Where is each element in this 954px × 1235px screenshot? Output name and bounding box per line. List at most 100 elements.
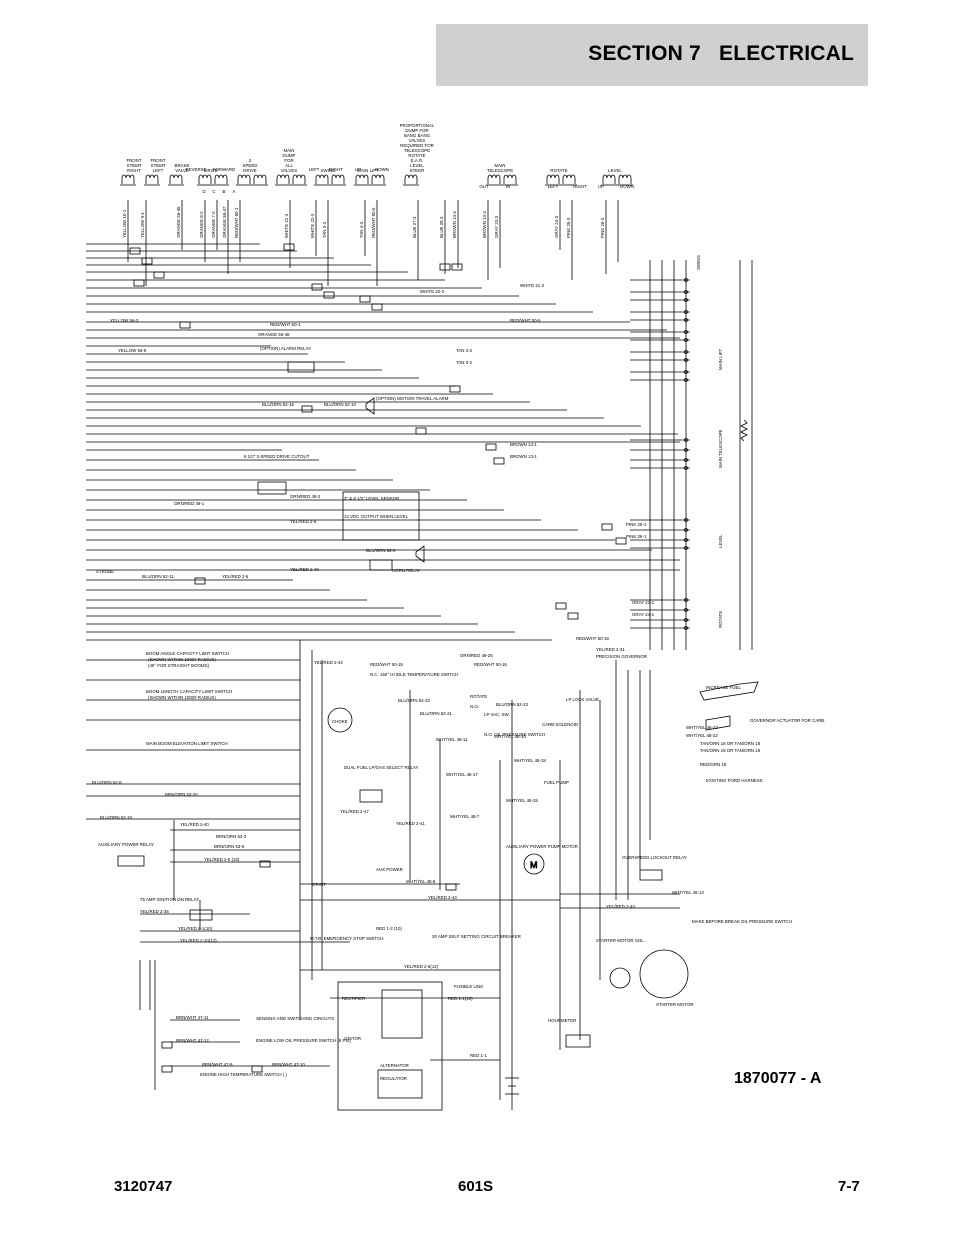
valve-header-label: VALVES (281, 168, 298, 173)
choke-icon (327, 707, 353, 733)
valve-header-label: SWING (321, 168, 336, 173)
component-label: INCREASE FUEL (706, 685, 741, 690)
wire-number-tag (493, 457, 505, 465)
solenoid-coil-icon (236, 174, 252, 186)
vertical-wire-label: YELLOW 9-1 (140, 212, 145, 238)
wire-number-tag (567, 612, 579, 620)
component-label: EXISTING FORD HARNESS (706, 778, 763, 783)
terminal-dot (684, 318, 688, 322)
component-label: N.O. OIL PRESSURE SWITCH (484, 732, 545, 737)
valve-sub-label: FORWARD (213, 167, 235, 172)
component-label: SENSING AND SWITCHING CIRCUITS (256, 1016, 334, 1021)
valve-header-label: TELESCOPE (487, 168, 513, 173)
relay-box (117, 855, 145, 867)
wire-number-tag (283, 243, 295, 251)
terminal-dot (684, 310, 688, 314)
pump-motor-icon (523, 853, 545, 875)
wire-number-tag (161, 1041, 173, 1049)
horizontal-wire-label: RED 1-1(10) (448, 996, 473, 1001)
valve-header-label: TELESCOPE (404, 148, 430, 153)
valve-header-label: MAIN (284, 148, 295, 153)
horizontal-wire-label: YEL/RED 2-42 (314, 660, 343, 665)
alternator-box (337, 981, 443, 1111)
horizontal-wire-label: RED/WHT 50-1 (270, 322, 301, 327)
horizontal-wire-label: ORN/RED 49-25 (460, 653, 493, 658)
solenoid-coil-icon (144, 174, 160, 186)
wire-number-tag (179, 321, 191, 329)
component-label: START (312, 882, 326, 887)
valve-sub-label: B (223, 189, 226, 194)
valve-header-label: PROPORTIONAL (400, 123, 435, 128)
actuator-icon (705, 715, 731, 731)
vertical-wire-label: WHITE 21-3 (284, 213, 289, 238)
right-section-label: LEVEL (718, 534, 723, 548)
alarm-icon (365, 397, 375, 415)
component-label: RECTIFIER (342, 996, 365, 1001)
valve-sub-label: REVERSE (186, 167, 207, 172)
terminal-dot (684, 618, 688, 622)
solenoid-coil-icon (197, 174, 213, 186)
vertical-wire-label: ORANGE 8-2 (199, 211, 204, 238)
valve-header-label: STEER (151, 163, 166, 168)
valve-header-label: FRONT (150, 158, 165, 163)
wire-number-tag (359, 295, 371, 303)
horizontal-wire-label: WHT/YEL 48-18 (514, 758, 546, 763)
section-header: SECTION 7 ELECTRICAL (436, 24, 868, 86)
component-label: FUEL PUMP (544, 780, 569, 785)
horizontal-wire-label: GRAY 23-1 (632, 600, 655, 605)
component-label: ROTATE (470, 694, 487, 699)
solenoid-coil-icon (561, 174, 577, 186)
component-label: AUXILIARY POWER RELAY (98, 842, 154, 847)
horizontal-wire-label: BRN/ORN 53-3 (216, 834, 247, 839)
component-label: (SHOWN WITHIN 1000# RADIUS) (148, 657, 216, 662)
terminal-dot (684, 466, 688, 470)
right-section-label: SWING (696, 255, 701, 270)
vertical-wire-label: YELLOW 10-1 (122, 209, 127, 238)
vertical-wire-label: PINK 25-3 (566, 217, 571, 238)
component-label: GOVERNOR ACTUATOR FOR CARB. (750, 718, 825, 723)
relay-box (359, 789, 383, 803)
solenoid-coil-icon (314, 174, 330, 186)
valve-header-label: BANG BANG (404, 133, 431, 138)
valve-header-label: VALVE (175, 168, 189, 173)
wire-number-tag (415, 427, 427, 435)
valve-header-label: MAIN (495, 163, 506, 168)
valve-sub-label: D (202, 189, 205, 194)
vertical-wire-label: BROWN 14-3 (452, 211, 457, 238)
starter-solenoid-icon (609, 967, 631, 989)
horizontal-wire-label: BLU/ORN 52-8 (92, 780, 122, 785)
horizontal-wire-label: ORN/RED 49-1 (174, 501, 205, 506)
horizontal-wire-label: ORANGE 55-48 (258, 332, 290, 337)
wire-number-tag (615, 537, 627, 545)
wire-number-tag (251, 1065, 263, 1073)
valve-sub-label: C (212, 189, 215, 194)
rectifier-box (381, 989, 423, 1039)
component-label: LP VAC. SW. (484, 712, 510, 717)
solenoid-coil-icon (252, 174, 268, 186)
horizontal-wire-label: TAN/ORN 18 OR TAN/ORN 18 (700, 741, 761, 746)
wire-number-tag (161, 1065, 173, 1073)
terminal-dot (684, 598, 688, 602)
valve-header-label: MAIN LIFT (357, 168, 379, 173)
vertical-wire-label: BROWN 13-3 (482, 211, 487, 238)
horizontal-wire-label: YEL/RED 2-1(10) (178, 926, 213, 931)
horizontal-wire-label: TAN 3-2 (456, 360, 473, 365)
component-label: 30 AMP SELF SETTING CIRCUIT BREAKER (432, 934, 521, 939)
solenoid-coil-icon (502, 174, 518, 186)
horizontal-wire-label: RED 1-1 (470, 1053, 487, 1058)
valve-sub-label: IN (506, 184, 510, 189)
component-label: CHOKE (332, 719, 348, 724)
valve-sub-label: UP (355, 167, 361, 172)
valve-sub-label: OUT (479, 184, 489, 189)
horizontal-wire-label: PINK 26-1 (626, 534, 647, 539)
terminal-dot (684, 358, 688, 362)
vertical-wire-label: RED/WHT 50-1 (234, 207, 239, 238)
component-label: DUAL FUEL LP/GAS SELECT RELAY (344, 765, 418, 770)
solenoid-coil-icon (617, 174, 633, 186)
terminal-dot (684, 370, 688, 374)
horizontal-wire-label: YEL/RED 2-44 (428, 895, 457, 900)
valve-header-label: LEFT (153, 168, 164, 173)
wire-number-tag (311, 283, 323, 291)
horizontal-wire-label: YEL/RED 2-35 (140, 909, 169, 914)
horizontal-wire-label: TAN 4-2 (456, 348, 473, 353)
